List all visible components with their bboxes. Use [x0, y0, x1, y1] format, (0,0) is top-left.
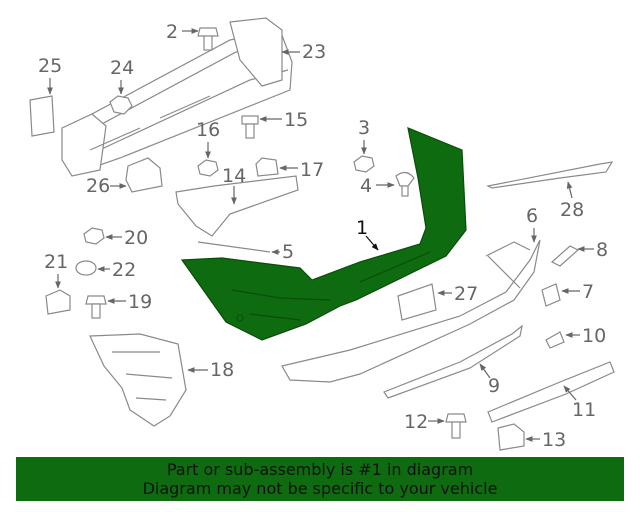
skid-plate-part[interactable] — [487, 361, 615, 423]
trim-strip-part[interactable] — [197, 241, 271, 253]
flange-bolt-part[interactable] — [85, 295, 107, 319]
lower-trim-part[interactable] — [383, 324, 523, 399]
bracket-part[interactable] — [29, 95, 55, 137]
callout-8: 8 — [596, 239, 608, 261]
info-banner: Part or sub-assembly is #1 in diagram Di… — [16, 457, 624, 501]
bolt-part[interactable] — [197, 27, 219, 51]
callout-22: 22 — [112, 259, 136, 281]
molding-strip-part[interactable] — [486, 161, 614, 189]
callout-6: 6 — [526, 205, 538, 227]
small-clip-part[interactable] — [545, 331, 565, 349]
callout-9: 9 — [488, 375, 500, 397]
callout-17: 17 — [300, 159, 324, 181]
parts-diagram: 23 2 24 25 26 16 15 17 14 5 3 — [29, 17, 615, 451]
bumper-cover-shape — [180, 127, 467, 341]
callout-11: 11 — [572, 399, 596, 421]
callout-18: 18 — [210, 359, 234, 381]
callout-23: 23 — [302, 41, 326, 63]
grommet-part[interactable] — [75, 260, 97, 276]
nut-block-part[interactable] — [497, 423, 525, 451]
callout-2: 2 — [166, 21, 178, 43]
screw-part[interactable] — [241, 115, 259, 139]
callout-3: 3 — [358, 117, 370, 139]
callout-10: 10 — [582, 325, 606, 347]
callout-12: 12 — [404, 411, 428, 433]
clip-part[interactable] — [197, 159, 219, 177]
retainer-part[interactable] — [255, 157, 279, 177]
callout-26: 26 — [86, 175, 110, 197]
side-bracket-part[interactable] — [175, 175, 299, 237]
callout-4: 4 — [360, 175, 372, 197]
bumper-reinforcement-part[interactable] — [61, 17, 293, 177]
callout-20: 20 — [124, 227, 148, 249]
callout-28: 28 — [560, 199, 584, 221]
push-clip-part[interactable] — [353, 155, 375, 173]
license-plate-bracket-part[interactable] — [397, 283, 437, 321]
callout-21: 21 — [44, 251, 68, 273]
callout-16: 16 — [196, 119, 220, 141]
bumper-cover-part[interactable] — [180, 127, 467, 341]
wheel-housing-bracket-part[interactable] — [89, 333, 187, 427]
callout-14: 14 — [222, 165, 246, 187]
cap-part[interactable] — [541, 283, 561, 307]
banner-line-2: Diagram may not be specific to your vehi… — [142, 479, 498, 498]
callout-5: 5 — [282, 241, 294, 263]
callout-25: 25 — [38, 55, 62, 77]
nut-part[interactable] — [109, 95, 133, 115]
block-nut-part[interactable] — [45, 289, 71, 315]
callout-1: 1 — [356, 217, 368, 239]
side-clip-part[interactable] — [550, 245, 580, 267]
callout-24: 24 — [110, 57, 134, 79]
callout-27: 27 — [454, 283, 478, 305]
hex-bolt-part[interactable] — [445, 413, 467, 439]
callout-19: 19 — [128, 291, 152, 313]
callout-15: 15 — [284, 109, 308, 131]
banner-line-1: Part or sub-assembly is #1 in diagram — [166, 460, 474, 479]
mount-bracket-part[interactable] — [125, 157, 163, 193]
flange-nut-part[interactable] — [83, 227, 105, 245]
lower-valance-part[interactable] — [281, 239, 541, 383]
rivet-part[interactable] — [395, 171, 415, 197]
callout-13: 13 — [542, 429, 566, 451]
callout-7: 7 — [582, 281, 594, 303]
